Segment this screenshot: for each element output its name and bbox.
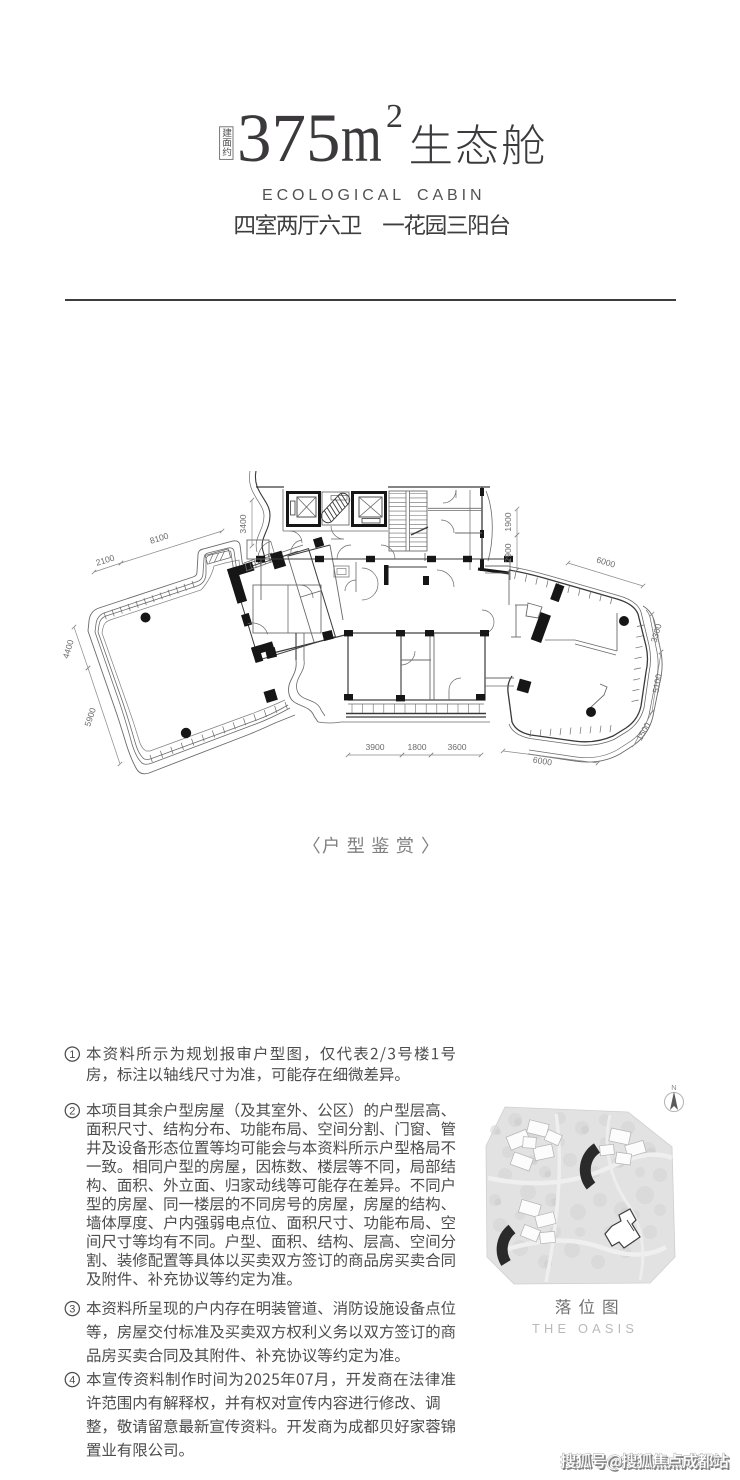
svg-text:3600: 3600 — [447, 742, 466, 752]
svg-text:2900: 2900 — [503, 543, 513, 562]
svg-text:3900: 3900 — [365, 742, 384, 752]
svg-text:1900: 1900 — [503, 512, 513, 531]
svg-text:2: 2 — [69, 1106, 75, 1118]
svg-text:5100: 5100 — [650, 673, 663, 694]
svg-text:6000: 6000 — [532, 755, 553, 768]
svg-text:1: 1 — [69, 1049, 75, 1061]
svg-text:N: N — [671, 1083, 676, 1092]
svg-text:3: 3 — [69, 1304, 75, 1316]
svg-text:1800: 1800 — [407, 742, 426, 752]
svg-text:4: 4 — [69, 1375, 75, 1387]
svg-text:3400: 3400 — [238, 514, 248, 533]
